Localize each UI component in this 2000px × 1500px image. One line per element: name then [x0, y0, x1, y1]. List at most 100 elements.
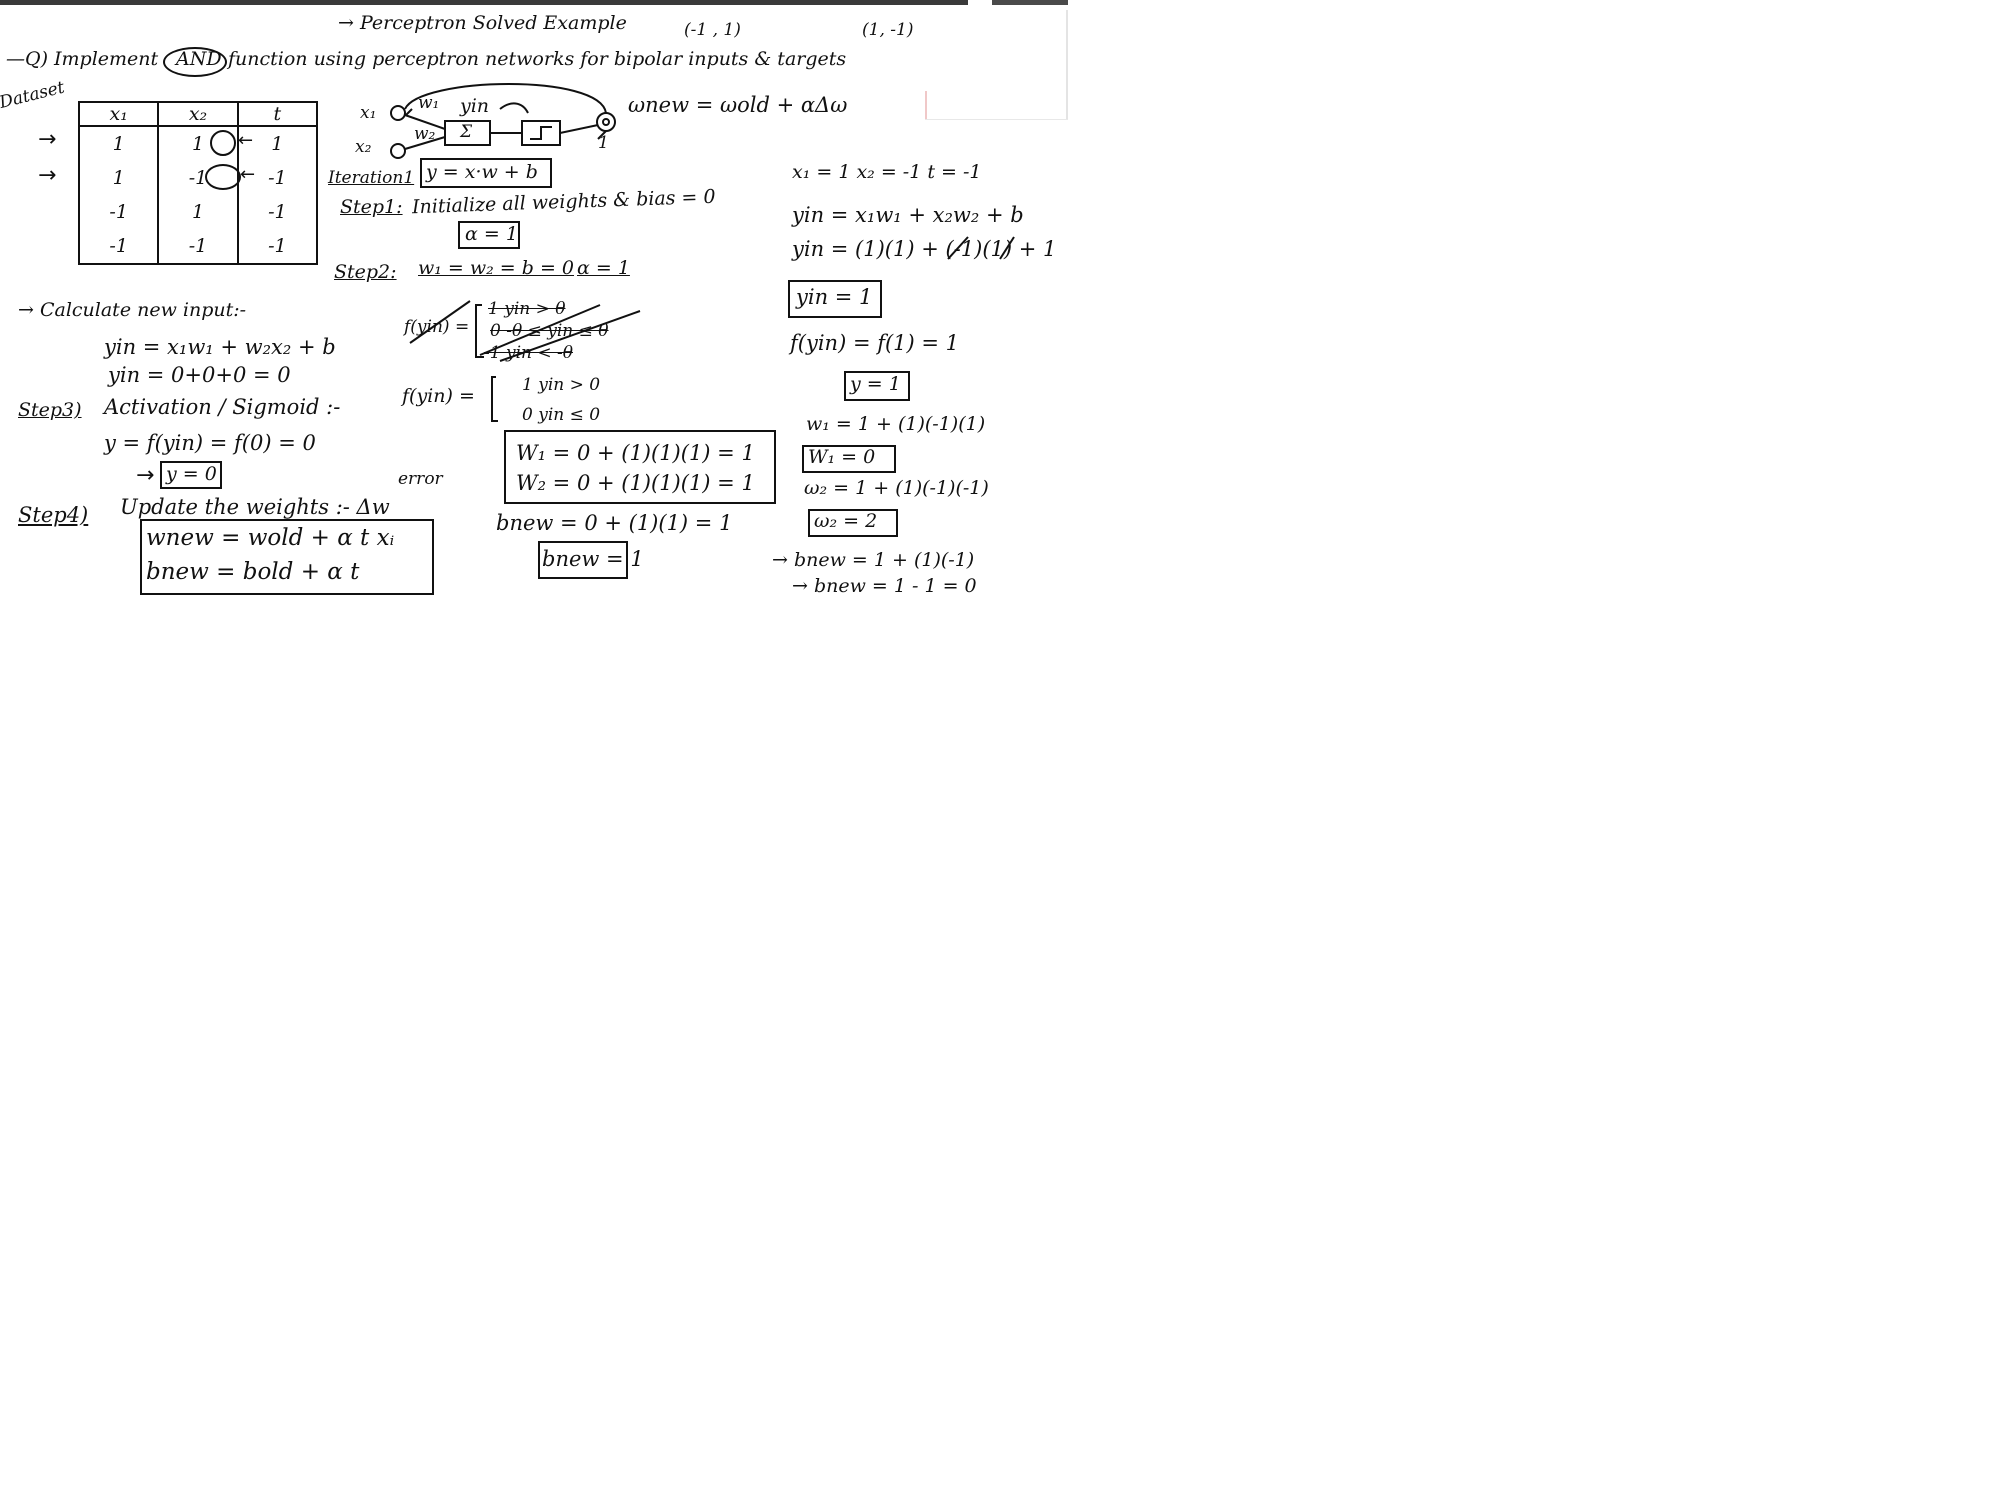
- table-row: 1 -1 -1: [77, 161, 319, 195]
- alpha-box: [458, 221, 520, 249]
- cell-x1: 1: [77, 161, 160, 195]
- input-node-x1: [390, 105, 406, 121]
- calc-line1: yin = x₁w₁ + w₂x₂ + b: [104, 335, 336, 359]
- dataset-table: x₁ x₂ t 1 1 1 1 -1 -1 -1 1 -1 -1: [77, 101, 319, 265]
- cell-t: -1: [236, 161, 319, 195]
- target-arrow-icon: ←: [238, 130, 254, 151]
- net-x1-label: x₁: [360, 103, 377, 123]
- right-w1: w₁ = 1 + (1)(-1)(1): [806, 413, 986, 435]
- step4-brule: bnew = bold + α t: [146, 559, 360, 585]
- question-highlight: AND: [176, 48, 222, 70]
- cell-x1: -1: [77, 229, 160, 264]
- right-w1-box: [802, 445, 896, 473]
- step1-text: Initialize all weights & bias = 0: [411, 185, 716, 219]
- activation-crossed-f: f(yin) =: [404, 317, 470, 337]
- calc-heading: → Calculate new input:-: [18, 299, 247, 321]
- cell-x2: -1: [157, 229, 239, 264]
- board-edge-bottom: [925, 119, 1068, 120]
- right-b2: → bnew = 1 - 1 = 0: [792, 575, 977, 597]
- cell-x1: 1: [77, 126, 160, 161]
- right-w2-box: [808, 509, 898, 537]
- input-node-x2: [390, 143, 406, 159]
- activation-crossed-row: 1 yin > θ: [488, 299, 566, 319]
- step1-alpha: α = 1: [465, 223, 518, 245]
- activation-row2: 0 yin ≤ 0: [522, 405, 601, 425]
- col-t-header: t: [236, 102, 319, 127]
- row-arrow-icon: →: [38, 163, 57, 188]
- table-row: -1 1 -1: [77, 195, 319, 229]
- table-header-row: x₁ x₂ t: [77, 102, 319, 127]
- and-circle: [163, 47, 227, 77]
- step1-label: Step1:: [340, 196, 403, 218]
- step2-label: Step2:: [334, 261, 397, 283]
- top-bar-thumbnail: [992, 0, 1068, 5]
- board-edge: [1066, 10, 1068, 120]
- question-prefix: —Q) Implement: [6, 48, 159, 70]
- step4-wrule: wnew = wold + α t xᵢ: [146, 525, 395, 551]
- right-yin-result: yin = 1: [796, 285, 873, 309]
- table-row: 1 1 1: [77, 126, 319, 161]
- mid-update-box: [504, 430, 776, 504]
- right-y-result: y = 1: [850, 373, 901, 395]
- step3-text: Activation / Sigmoid :-: [104, 395, 341, 419]
- iteration-formula: y = x·w + b: [426, 161, 538, 183]
- cell-x2: 1: [157, 195, 239, 229]
- right-yin-box: [788, 280, 882, 318]
- right-yin-sub: yin = (1)(1) + (-1)(1) + 1: [792, 237, 1057, 261]
- update-rule-top: ωnew = ωold + αΔω: [628, 93, 848, 117]
- mid-bnew-result: bnew = 1: [542, 547, 644, 571]
- net-bias-label: 1: [598, 133, 609, 153]
- right-b1: → bnew = 1 + (1)(-1): [772, 549, 975, 571]
- whiteboard: → Perceptron Solved Example (-1 , 1) (1,…: [0, 5, 1068, 600]
- output-node: [596, 112, 616, 132]
- dataset-label: Dataset: [0, 77, 67, 113]
- right-w1-result: W₁ = 0: [808, 446, 876, 468]
- target-arrow-icon: ←: [240, 164, 256, 185]
- step-block: [521, 120, 561, 146]
- step3-label: Step3): [18, 399, 82, 421]
- y-result-box: [160, 461, 222, 489]
- cell-t: 1: [236, 126, 319, 161]
- right-yin-formula: yin = x₁w₁ + x₂w₂ + b: [792, 203, 1024, 227]
- target-circle: [210, 130, 236, 156]
- step2-alpha: α = 1: [577, 257, 630, 279]
- net-w1-label: w₁: [418, 93, 440, 113]
- step3-line1: y = f(yin) = f(0) = 0: [104, 431, 316, 455]
- pair-left: (-1 , 1): [684, 20, 741, 40]
- calc-line2: yin = 0+0+0 = 0: [108, 363, 291, 387]
- col-x1-header: x₁: [77, 102, 160, 127]
- question-suffix: function using perceptron networks for b…: [228, 48, 847, 70]
- cell-x1: -1: [77, 195, 160, 229]
- cell-t: -1: [236, 195, 319, 229]
- right-f: f(yin) = f(1) = 1: [790, 331, 960, 355]
- net-yin-label: yin: [460, 95, 490, 117]
- iteration-label: Iteration1: [328, 168, 415, 188]
- mid-w1: W₁ = 0 + (1)(1)(1) = 1: [516, 441, 755, 465]
- pair-right: (1, -1): [862, 20, 914, 40]
- update-rule-box: [140, 519, 434, 595]
- table-row: -1 -1 -1: [77, 229, 319, 264]
- net-w2-label: w₂: [414, 124, 436, 144]
- net-sum-symbol: Σ: [460, 122, 473, 142]
- row-arrow-icon: →: [38, 127, 57, 152]
- cell-t: -1: [236, 229, 319, 264]
- step4-text: Update the weights :- Δw: [120, 495, 390, 519]
- board-edge-mark: [925, 91, 927, 119]
- activation-f: f(yin) =: [402, 385, 475, 407]
- mid-bnew: bnew = 0 + (1)(1) = 1: [496, 511, 733, 535]
- step4-label: Step4): [18, 503, 89, 527]
- target-circle: [205, 164, 241, 190]
- error-label: error: [398, 469, 443, 489]
- step3-arrow-icon: →: [136, 463, 155, 488]
- mid-bnew-box: [538, 541, 628, 579]
- right-w2-result: ω₂ = 2: [814, 510, 878, 532]
- activation-crossed-row: 0 -θ ≤ yin ≤ θ: [490, 321, 609, 341]
- activation-row1: 1 yin > 0: [522, 375, 601, 395]
- step2-text: w₁ = w₂ = b = 0: [418, 257, 575, 279]
- right-y-box: [844, 371, 910, 401]
- mid-w2: W₂ = 0 + (1)(1)(1) = 1: [516, 471, 755, 495]
- right-w2: ω₂ = 1 + (1)(-1)(-1): [804, 477, 989, 499]
- col-x2-header: x₂: [157, 102, 239, 127]
- iteration-formula-box: [420, 158, 552, 188]
- net-x2-label: x₂: [355, 137, 372, 157]
